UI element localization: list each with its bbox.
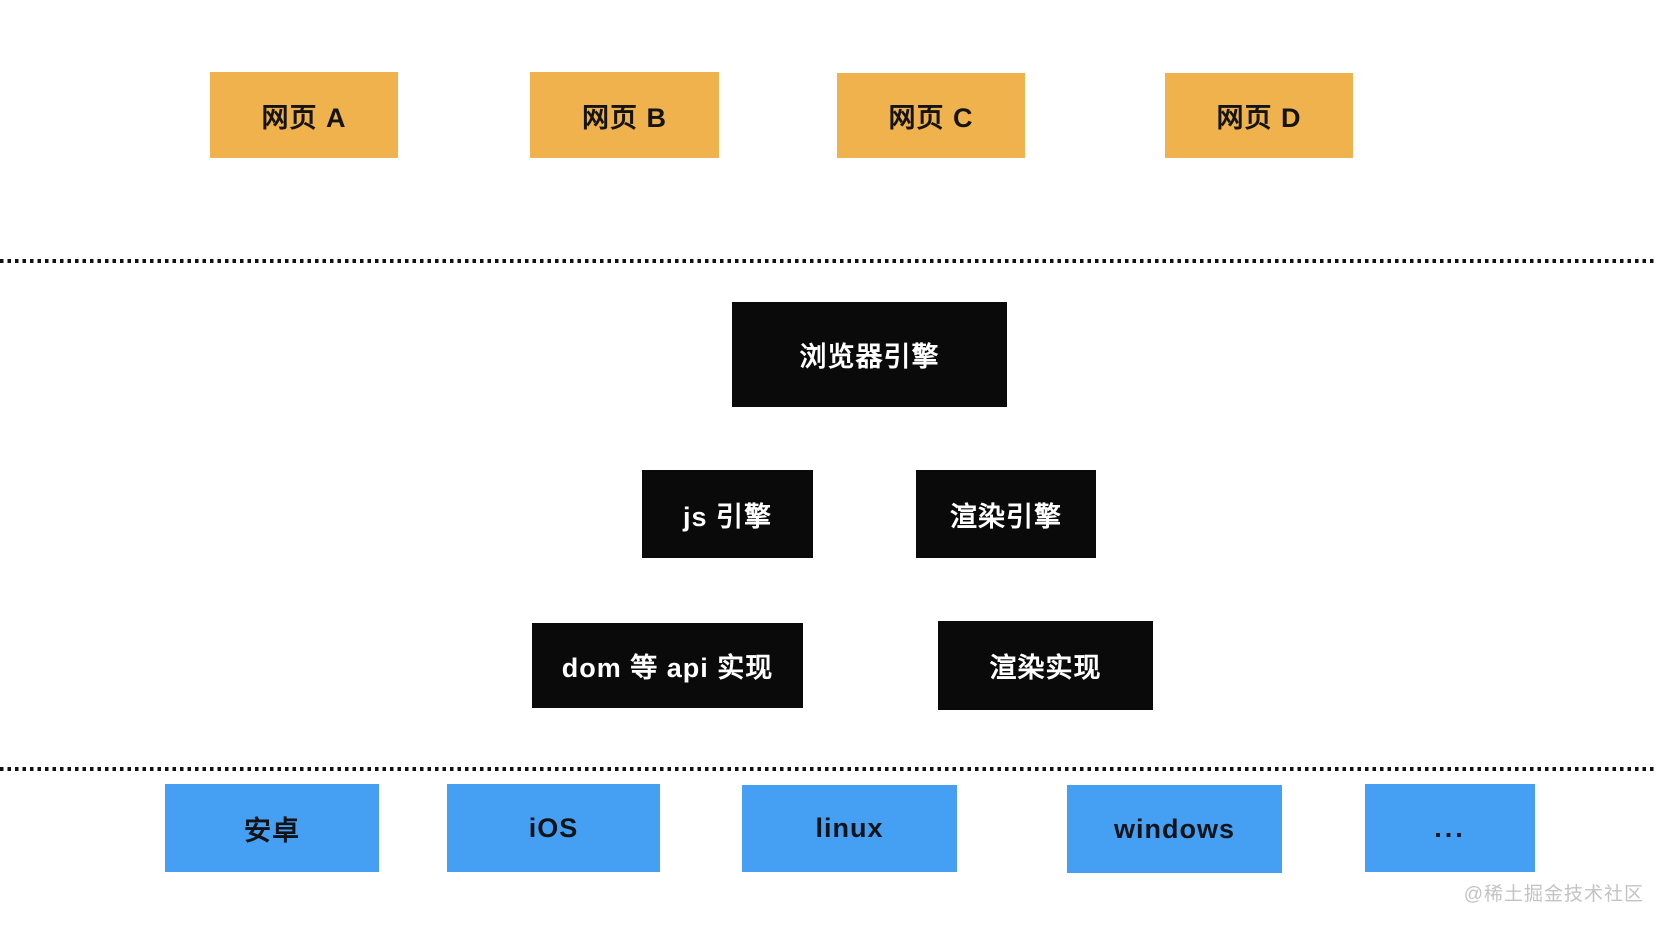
webpage-a-box: 网页 A: [210, 72, 398, 158]
js-engine-box: js 引擎: [642, 470, 813, 558]
platform-linux-box: linux: [742, 785, 957, 872]
platform-android-box: 安卓: [165, 784, 379, 872]
render-engine-box: 渲染引擎: [916, 470, 1096, 558]
webpage-b-box: 网页 B: [530, 72, 719, 158]
webpage-c-box: 网页 C: [837, 73, 1025, 158]
dotted-separator-bottom: [0, 767, 1656, 771]
webpage-d-box: 网页 D: [1165, 73, 1353, 158]
juejin-watermark: @稀土掘金技术社区: [1463, 884, 1644, 905]
platform-more-box: ...: [1365, 784, 1535, 872]
platform-windows-box: windows: [1067, 785, 1282, 873]
browser-engine-box: 浏览器引擎: [732, 302, 1007, 407]
dom-api-implementation-box: dom 等 api 实现: [532, 623, 803, 708]
platform-ios-box: iOS: [447, 784, 660, 872]
render-implementation-box: 渲染实现: [938, 621, 1153, 710]
dotted-separator-top: [0, 259, 1656, 263]
